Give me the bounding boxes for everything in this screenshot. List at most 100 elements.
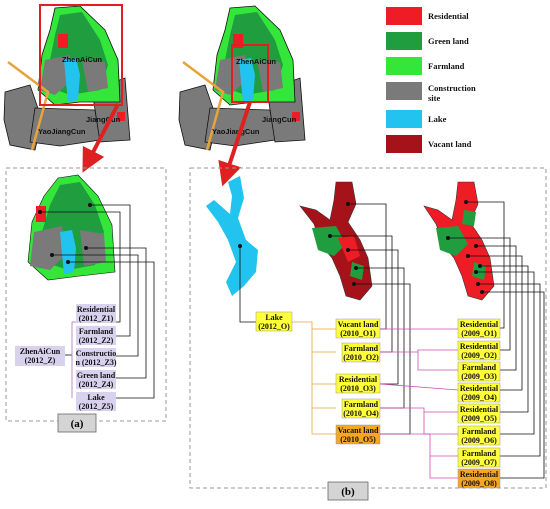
label-jiang-right: JiangCun <box>262 115 297 124</box>
panel-b-right-green-3 <box>462 210 476 226</box>
node-b-right-5 <box>457 403 501 424</box>
legend-swatch-farmland <box>386 57 422 75</box>
village-construction <box>40 55 72 95</box>
node-b-right-2 <box>457 340 501 361</box>
village-construction-2 <box>82 60 108 92</box>
highlight-box-left <box>39 4 123 106</box>
label-zhenai-right: ZhenAiCun <box>236 57 276 66</box>
node-b-right-7 <box>457 447 501 468</box>
node-b-mid-2-name: Farmland <box>344 344 379 353</box>
legend-swatch-residential <box>386 7 422 25</box>
node-b-lake-name: Lake <box>265 313 283 322</box>
node-b-right-6-name: Farmland <box>462 427 497 436</box>
node-a-residential-code: (2012_Z1) <box>79 314 114 323</box>
node-b-mid-3-name: Residential <box>339 375 378 384</box>
node-a-construction-name: Constructio <box>76 349 116 358</box>
node-b-right-8-name: Residential <box>460 470 499 479</box>
node-a-lake-name: Lake <box>87 393 105 402</box>
node-zhenai-root-name: ZhenAiCun <box>20 347 61 356</box>
node-a-green-land <box>76 370 116 389</box>
node-a-lake <box>76 392 116 411</box>
village-lake <box>64 58 80 102</box>
panel-b-mid-green-2 <box>350 262 364 280</box>
node-b-mid-5 <box>335 424 381 445</box>
node-b-mid-5-code: (2010_O5) <box>340 435 376 444</box>
node-b-right-3-name: Farmland <box>462 363 497 372</box>
panel-a-connectors <box>40 204 155 399</box>
panel-a-map <box>27 174 116 281</box>
legend-label-residential: Residential <box>428 11 469 21</box>
node-a-green-land-code: (2012_Z4) <box>79 380 114 389</box>
arrow-to-panel-b <box>218 101 252 187</box>
legend-label-lake: Lake <box>428 114 447 124</box>
node-b-mid-3-code: (2010_O3) <box>340 384 376 393</box>
legend-label-vacant: Vacant land <box>428 139 472 149</box>
legend-swatch-lake <box>386 110 422 128</box>
label-jiang-left: JiangCun <box>86 115 121 124</box>
node-a-residential-name: Residential <box>77 305 116 314</box>
legend-label-farmland: Farmland <box>428 61 465 71</box>
node-b-mid-4-code: (2010_O4) <box>343 409 379 418</box>
village-residential-2 <box>117 112 125 121</box>
node-b-lake <box>255 311 293 332</box>
node-b-mid-1-name: Vacant land <box>338 320 379 329</box>
r-village-construction-2 <box>257 60 283 92</box>
top-right-map: ZhenAiCun JiangCun YaoJiangCun <box>178 5 306 151</box>
node-b-mid-1-code: (2010_O1) <box>340 329 376 338</box>
panel-b-label: (b) <box>341 486 355 498</box>
node-b-right-1-code: (2009_O1) <box>461 329 497 338</box>
legend-label-construction-l1: Construction <box>428 83 476 93</box>
node-b-right-8-code: (2009_O8) <box>461 479 497 488</box>
node-b-right-1-name: Residential <box>460 320 499 329</box>
legend-swatch-construction <box>386 82 422 100</box>
panel-b-connectors <box>239 201 545 479</box>
node-b-right-6 <box>457 425 501 446</box>
legend-label-construction-l2: site <box>428 93 441 103</box>
r-village-lake <box>239 58 255 102</box>
node-b-right-2-code: (2009_O2) <box>461 351 497 360</box>
r-village-residential-2 <box>292 112 300 121</box>
label-zhenai-left: ZhenAiCun <box>62 55 102 64</box>
node-a-farmland-code: (2012_Z2) <box>79 336 114 345</box>
node-b-right-4-name: Residential <box>460 384 499 393</box>
node-b-right-2-name: Residential <box>460 342 499 351</box>
node-a-lake-code: (2012_Z5) <box>79 402 114 411</box>
node-zhenai-root <box>15 346 65 366</box>
node-b-right-3 <box>457 361 501 382</box>
node-b-lake-code: (2012_O) <box>258 322 290 331</box>
village-residential <box>58 34 68 48</box>
node-b-right-4-code: (2009_O4) <box>461 393 497 402</box>
node-b-right-5-code: (2009_O5) <box>461 414 497 423</box>
node-a-farmland <box>76 326 116 345</box>
panel-b-label-box <box>327 481 369 501</box>
highlight-box-right <box>231 44 269 103</box>
node-b-right-7-code: (2009_O7) <box>461 458 497 467</box>
node-a-residential <box>76 304 116 323</box>
panel-b-right-green-2 <box>472 262 486 280</box>
node-zhenai-root-code: (2012_Z) <box>25 356 56 365</box>
node-b-right-3-code: (2009_O3) <box>461 372 497 381</box>
legend-label-green-land: Green land <box>428 36 469 46</box>
road-left <box>7 61 50 151</box>
node-b-mid-5-name: Vacant land <box>338 426 379 435</box>
node-b-mid-2-code: (2010_O2) <box>343 353 379 362</box>
panel-b-right-nodes: Residential (2009_O1) Residential (2009_… <box>457 318 501 489</box>
district-south <box>29 107 101 147</box>
node-b-right-7-name: Farmland <box>462 449 497 458</box>
legend-swatch-vacant <box>386 135 422 153</box>
node-b-mid-4 <box>341 398 381 419</box>
node-b-right-8 <box>457 468 501 489</box>
label-yaojiang-right: YaoJiangCun <box>212 127 260 136</box>
panel-b-lake-shape <box>206 176 258 296</box>
panel-a-label: (a) <box>71 418 84 430</box>
legend: Residential Green land Farmland Construc… <box>386 7 476 153</box>
node-b-mid-4-name: Farmland <box>344 400 379 409</box>
top-left-map: ZhenAiCun JiangCun YaoJiangCun <box>3 4 131 151</box>
r-village-residential <box>233 34 243 48</box>
node-b-mid-1 <box>335 318 381 339</box>
node-a-farmland-name: Farmland <box>79 327 114 336</box>
arrow-to-panel-a <box>82 103 120 173</box>
panel-b-mid-nodes: Vacant land (2010_O1) Farmland (2010_O2)… <box>335 318 381 445</box>
